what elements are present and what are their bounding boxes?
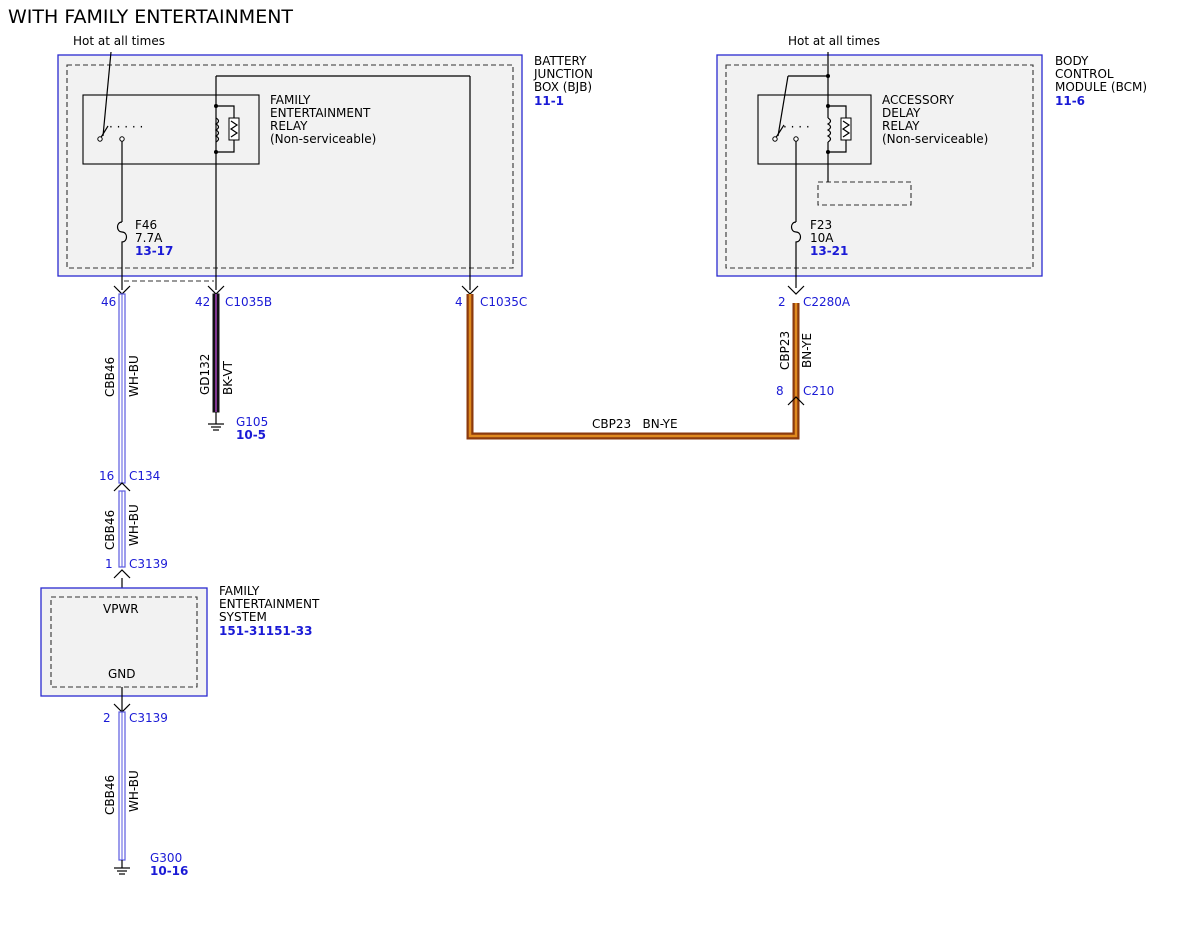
wire-cbp23 (466, 294, 800, 440)
bjb-name-line-1: BATTERY (534, 54, 587, 68)
connector-c1035c-label[interactable]: C1035C (480, 295, 527, 309)
fuse-f46-symbol (116, 221, 128, 290)
wire-cbb46-segment-3 (118, 711, 126, 861)
connector-c2280a-label[interactable]: C2280A (803, 295, 851, 309)
connector-c3139-top-label[interactable]: C3139 (129, 557, 168, 571)
connector-c134-label[interactable]: C134 (129, 469, 160, 483)
connector-c3139-top-arrow (113, 569, 131, 579)
bcm-internal-dashed-block (817, 181, 912, 206)
fes-gnd-label: GND (108, 667, 136, 681)
fe-relay-coil-symbol (214, 75, 471, 290)
fuse-f23-line-1: F23 (810, 218, 832, 232)
fuse-f46-ref-link[interactable]: 13-17 (135, 244, 173, 258)
wire-gd132 (212, 293, 220, 413)
adr-relay-line-2: DELAY (882, 106, 921, 120)
wire-gd132-circuit-label: GD132 (198, 354, 212, 395)
connector-c134-arrow (113, 482, 131, 492)
ground-g105-icon (208, 412, 224, 431)
connector-c2280a-arrow (787, 285, 805, 295)
wire-cbb46-circuit-label-1: CBB46 (103, 357, 117, 397)
connector-c3139-bottom-label[interactable]: C3139 (129, 711, 168, 725)
fes-name-line-3: SYSTEM (219, 610, 267, 624)
adr-relay-switch-symbol: · · · · (772, 52, 830, 222)
accessory-delay-relay-box (757, 94, 872, 165)
battery-junction-box (57, 54, 523, 277)
wire-cbb46-color-label-2: WH-BU (127, 504, 141, 546)
adr-relay-line-3: RELAY (882, 119, 920, 133)
bcm-name-line-1: BODY (1055, 54, 1089, 68)
wire-cbb46-segment-2 (118, 490, 126, 568)
fe-relay-switch-symbol: · · · · · (97, 51, 143, 222)
pin-2-label-c2280a: 2 (778, 295, 786, 309)
wire-cbb46-color-label-1: WH-BU (127, 355, 141, 397)
diagram-title: WITH FAMILY ENTERTAINMENT (8, 6, 293, 28)
ground-g105-ref-link[interactable]: 10-5 (236, 428, 266, 442)
pin-2-label-c3139: 2 (103, 711, 111, 725)
wire-gd132-color-label: BK-VT (221, 360, 235, 395)
fuse-f46-line-1: F46 (135, 218, 157, 232)
bcm-ref-link[interactable]: 11-6 (1055, 94, 1085, 108)
pin-42-label: 42 (195, 295, 210, 309)
adr-relay-line-1: ACCESSORY (882, 93, 955, 107)
pin-8-label: 8 (776, 384, 784, 398)
fuse-f23-ref-link[interactable]: 13-21 (810, 244, 848, 258)
wire-cbb46-circuit-label-3: CBB46 (103, 775, 117, 815)
fes-name-line-1: FAMILY (219, 584, 260, 598)
pin-1-label: 1 (105, 557, 113, 571)
wire-cbp23-circuit-label-vertical: CBP23 (778, 331, 792, 370)
connector-c1035b-label[interactable]: C1035B (225, 295, 272, 309)
fuse-f23-line-2: 10A (810, 231, 834, 245)
bcm-name-line-3: MODULE (BCM) (1055, 80, 1147, 94)
fuse-f23-symbol (790, 221, 802, 288)
ground-g300-icon (114, 860, 130, 875)
bcm-name-line-2: CONTROL (1055, 67, 1114, 81)
bjb-name-line-3: BOX (BJB) (534, 80, 592, 94)
wire-cbb46-color-label-3: WH-BU (127, 770, 141, 812)
family-entertainment-system-module (40, 587, 208, 697)
fe-relay-line-1: FAMILY (270, 93, 311, 107)
pin-16-label: 16 (99, 469, 114, 483)
connector-arrows-bjb (113, 285, 479, 295)
connector-c210-label[interactable]: C210 (803, 384, 834, 398)
svg-text:· · · ·: · · · · (783, 120, 810, 134)
wire-cbp23-horizontal-label: CBP23 BN-YE (592, 417, 678, 431)
ground-g105-label: G105 (236, 415, 268, 429)
fe-relay-line-4: (Non-serviceable) (270, 132, 376, 146)
ground-g300-ref-link[interactable]: 10-16 (150, 864, 188, 878)
fuse-f46-line-2: 7.7A (135, 231, 163, 245)
wire-cbb46-segment-1 (118, 293, 126, 484)
pin-4-label: 4 (455, 295, 463, 309)
body-control-module (716, 54, 1043, 277)
fe-relay-line-2: ENTERTAINMENT (270, 106, 371, 120)
connector-c210-arrow (787, 396, 805, 406)
hot-at-all-times-label-right: Hot at all times (788, 34, 880, 48)
fes-ref-link[interactable]: 151-31151-33 (219, 624, 312, 638)
bjb-name-line-2: JUNCTION (533, 67, 593, 81)
adr-relay-coil-symbol (826, 104, 852, 182)
fes-name-line-2: ENTERTAINMENT (219, 597, 320, 611)
fe-relay-line-3: RELAY (270, 119, 308, 133)
fes-vpwr-label: VPWR (103, 602, 139, 616)
svg-text:· · · · ·: · · · · · (109, 120, 143, 134)
bjb-ref-link[interactable]: 11-1 (534, 94, 564, 108)
hot-at-all-times-label-left: Hot at all times (73, 34, 165, 48)
adr-relay-line-4: (Non-serviceable) (882, 132, 988, 146)
wire-cbp23-color-label-vertical: BN-YE (800, 333, 814, 368)
pin-46-label: 46 (101, 295, 116, 309)
ground-g300-label: G300 (150, 851, 182, 865)
wire-cbb46-circuit-label-2: CBB46 (103, 510, 117, 550)
